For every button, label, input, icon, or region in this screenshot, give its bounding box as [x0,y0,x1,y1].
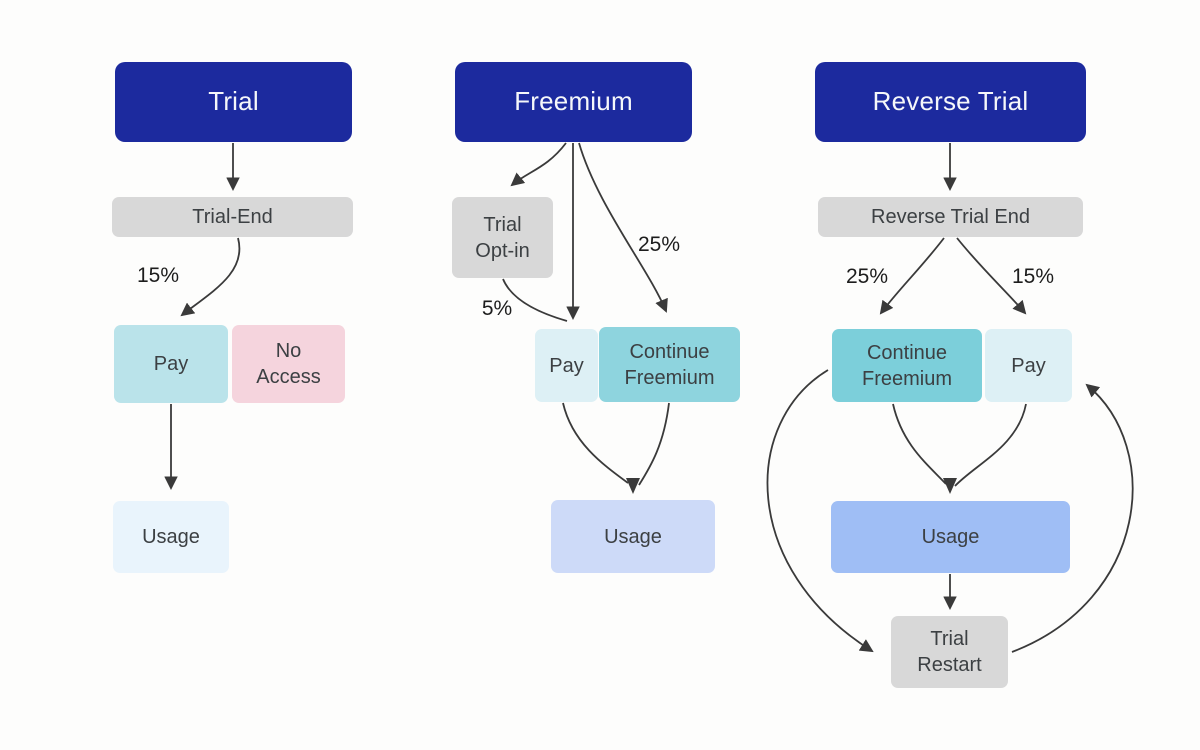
edge-continue-freemium-to-trial-restart-loop [766,369,874,653]
edge-pay-to-usage-reverse [954,403,1027,487]
reverse-usage-node: Usage [831,501,1070,573]
trial-header: Trial [115,62,352,142]
usage-reverse-arrowhead [943,478,957,494]
reverse-pay-percent-label: 15% [1011,265,1055,288]
edge-end-to-pay-reverse [956,237,1027,315]
trial-end-node: Trial-End [112,197,353,237]
edge-trial-opt-in-to-pay [502,278,568,322]
edge-continue-freemium-to-usage-reverse [892,403,947,485]
edge-continue-freemium-to-usage-freemium [638,402,670,486]
edge-trial-end-to-pay [180,237,241,317]
freemium-opt-in-percent-label: 5% [481,297,513,320]
freemium-continue-percent-label: 25% [637,233,681,256]
trial-no-access-node: No Access [232,325,345,403]
edge-end-to-continue-freemium [879,237,945,315]
edge-pay-to-usage-freemium [562,402,629,484]
trial-pay-node: Pay [114,325,228,403]
reverse-trial-end-node: Reverse Trial End [818,197,1083,237]
reverse-trial-header: Reverse Trial [815,62,1086,142]
edge-freemium-to-continue-freemium [578,142,668,313]
freemium-header: Freemium [455,62,692,142]
edge-freemium-to-trial-opt-in [510,142,567,187]
reverse-trial-restart-node: Trial Restart [891,616,1008,688]
usage-freemium-arrowhead [626,478,640,494]
freemium-trial-opt-in-node: Trial Opt-in [452,197,553,278]
freemium-pay-node: Pay [535,329,598,402]
edge-trial-restart-to-pay-loop [1011,383,1134,653]
freemium-continue-freemium-node: Continue Freemium [599,327,740,402]
freemium-usage-node: Usage [551,500,715,573]
trial-pay-percent-label: 15% [136,264,180,287]
trial-usage-node: Usage [113,501,229,573]
reverse-continue-freemium-node: Continue Freemium [832,329,982,402]
reverse-continue-percent-label: 25% [845,265,889,288]
reverse-pay-node: Pay [985,329,1072,402]
